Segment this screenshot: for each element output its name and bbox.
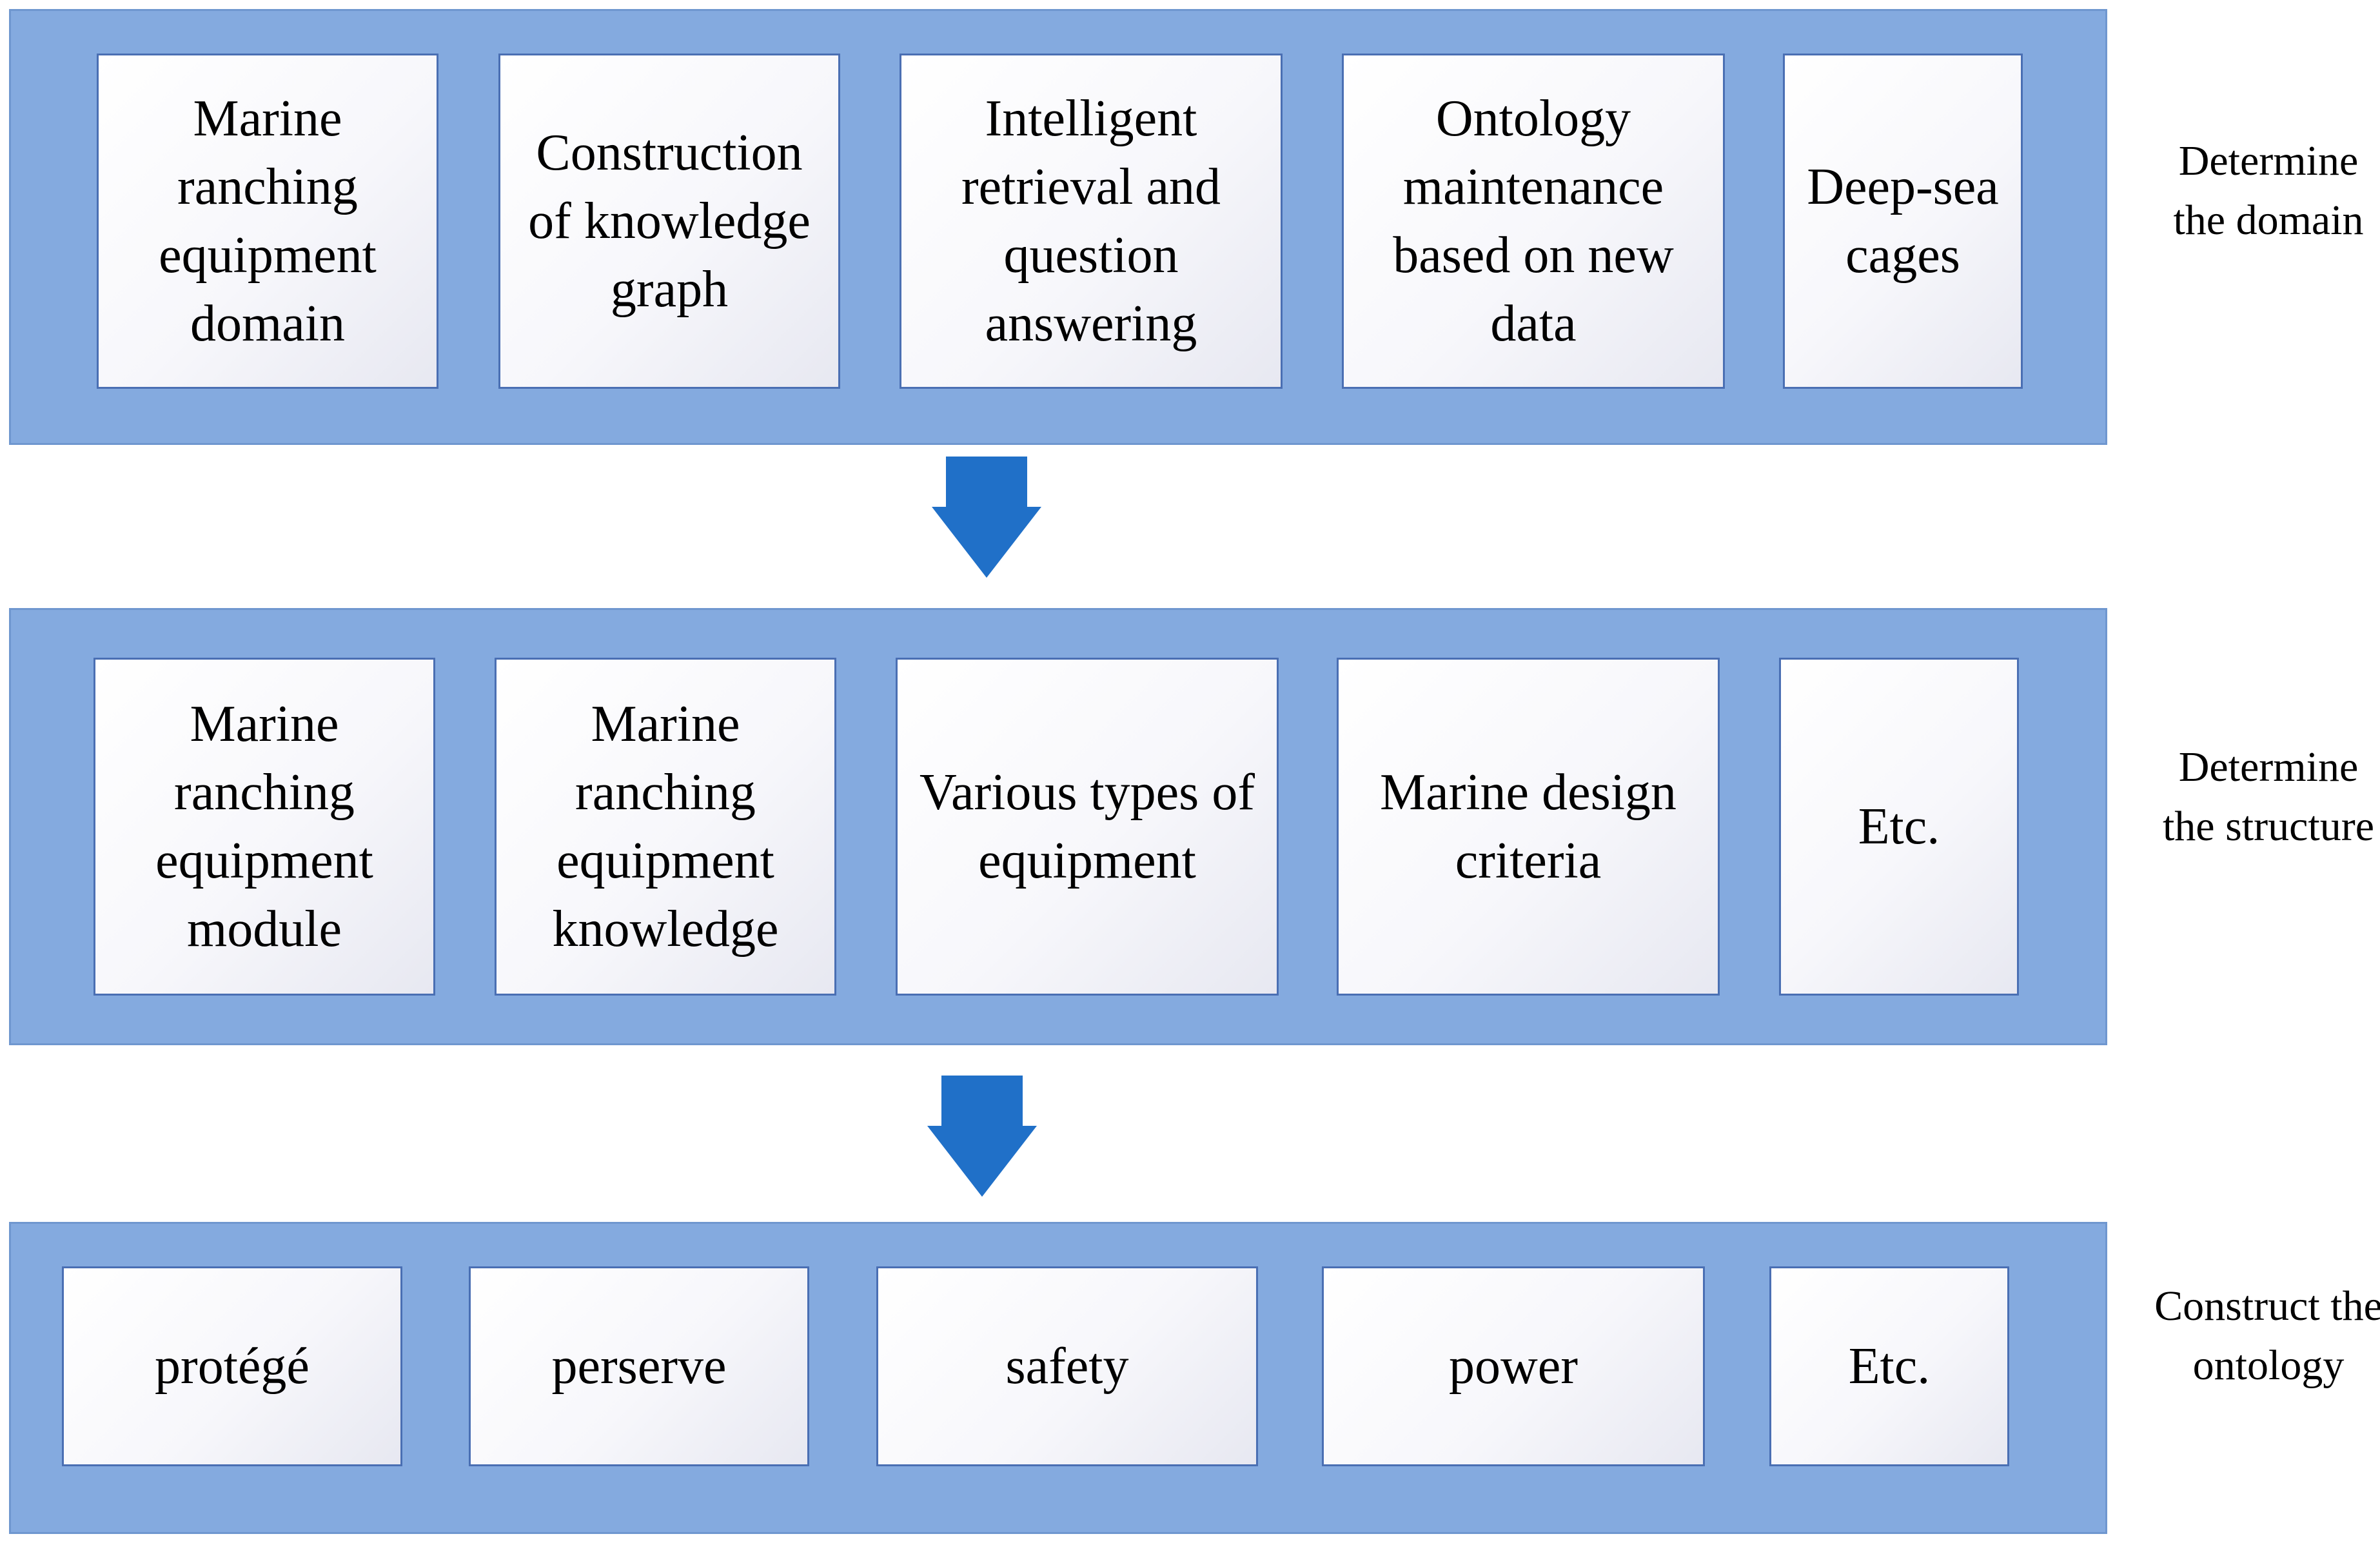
down-arrow-1 [932, 457, 1041, 578]
box-marine-ranching-equipment-module: Marine ranching equipment module [93, 658, 435, 996]
down-arrow-2 [927, 1076, 1037, 1197]
box-intelligent-retrieval: Intelligent retrieval and question answe… [900, 54, 1283, 389]
box-various-types-of-equipment: Various types of equipment [896, 658, 1279, 996]
box-etc-structure: Etc. [1779, 658, 2019, 996]
box-deep-sea-cages: Deep-sea cages [1783, 54, 2023, 389]
box-marine-design-criteria: Marine design criteria [1337, 658, 1720, 996]
row-label-domain: Determine the domain [2173, 137, 2364, 244]
box-etc-ontology: Etc. [1769, 1266, 2009, 1466]
box-construction-of-knowledge-graph: Construction of knowledge graph [498, 54, 840, 389]
box-marine-ranching-equipment-knowledge: Marine ranching equipment knowledge [495, 658, 836, 996]
box-safety: safety [876, 1266, 1258, 1466]
box-protege: protégé [62, 1266, 402, 1466]
box-marine-ranching-equipment-domain: Marine ranching equipment domain [97, 54, 438, 389]
row-label-ontology: Construct the ontology [2154, 1283, 2380, 1389]
box-perserve: perserve [469, 1266, 809, 1466]
row-label-structure: Determine the structure [2162, 743, 2375, 850]
box-ontology-maintenance: Ontology maintenance based on new data [1342, 54, 1725, 389]
box-power: power [1322, 1266, 1705, 1466]
